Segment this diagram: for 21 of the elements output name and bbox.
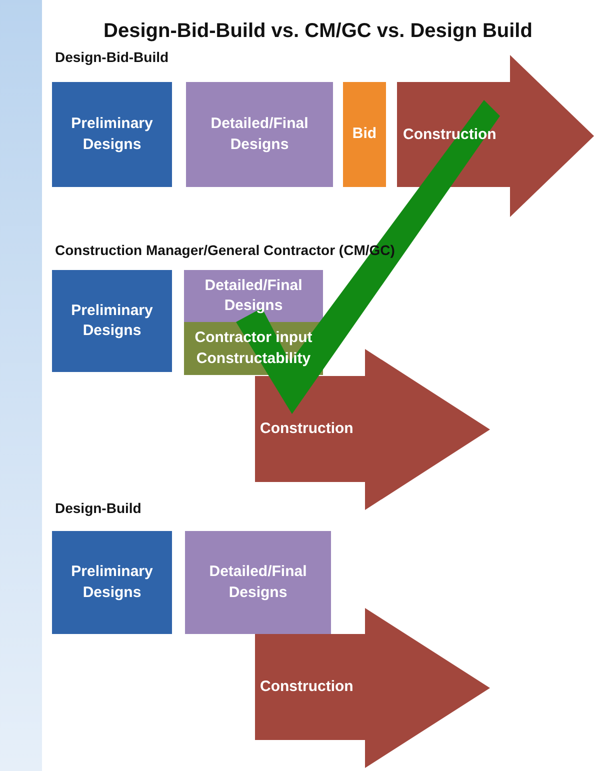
arrow-text: Construction — [260, 678, 354, 695]
process-box — [52, 531, 172, 634]
process-box — [186, 82, 333, 187]
section-heading: Design-Bid-Build — [55, 49, 169, 65]
process-box — [343, 82, 386, 187]
block-arrow — [255, 608, 490, 768]
box-text: Detailed/Final Designs — [208, 562, 308, 602]
box-text: Detailed/Final Designs — [210, 114, 310, 154]
box-text: Preliminary Designs — [70, 300, 154, 341]
process-box — [184, 270, 323, 322]
box-text: Contractor input Constructability — [194, 328, 314, 368]
box-text: Bid — [352, 124, 377, 144]
process-box — [52, 270, 172, 372]
section-heading: Design-Build — [55, 500, 142, 516]
process-box — [185, 531, 331, 634]
box-text: Preliminary Designs — [70, 114, 154, 154]
title: Design-Bid-Build vs. CM/GC vs. Design Build — [102, 20, 534, 43]
process-box — [52, 82, 172, 187]
arrow-text: Construction — [260, 420, 354, 437]
box-text: Detailed/Final Designs — [204, 276, 304, 316]
box-text: Preliminary Designs — [70, 562, 154, 602]
